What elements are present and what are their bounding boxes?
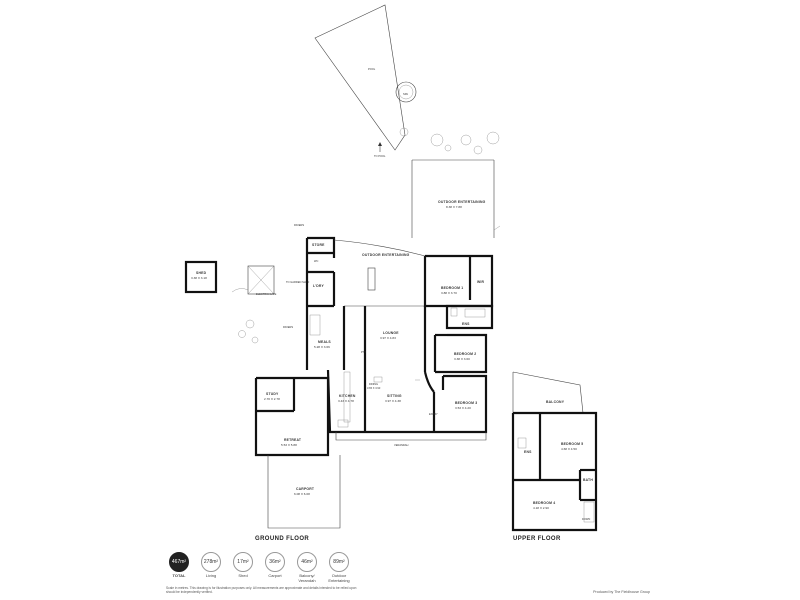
wir-label: WIR [477, 280, 485, 284]
pavers-top-label: PAVERS [294, 223, 304, 227]
entry-label: ENTRY [429, 412, 438, 416]
outdoor-ent-mid-label: OUTDOOR ENTERTAINING [362, 253, 410, 257]
retreat-dim: 5.53 X 5.88 [281, 443, 297, 447]
arrow-up-icon [378, 142, 382, 146]
tree-icons [238, 127, 500, 344]
study-dim: 2.70 X 2.78 [264, 397, 280, 401]
stat-label: Balcony/ Verandah [298, 573, 316, 583]
stat-outdoor-entertaining: 89m² Outdoor Entertaining [326, 552, 352, 583]
meals-title: MEALS [318, 340, 331, 344]
electric-gate-label: ELECTRIC GATE [256, 292, 277, 296]
to-pool-label: TO POOL [374, 154, 386, 158]
stat-value: 17m² [233, 552, 253, 572]
kitchen-title: KITCHEN [339, 394, 356, 398]
meals-dim: 5.28 X 3.66 [314, 345, 330, 349]
bedroom3-title: BEDROOM 3 [455, 401, 477, 405]
stat-total: 467m² TOTAL [166, 552, 192, 583]
bedroom3-dim: 3.53 X 4.20 [455, 406, 471, 410]
carport-title: CARPORT [296, 487, 315, 491]
pool-area [238, 4, 500, 344]
balcony-label: BALCONY [546, 400, 565, 404]
upper-floor-title: UPPER FLOOR [513, 536, 561, 542]
bedroom5-dim: 4.68 X 4.50 [561, 447, 577, 451]
dining-title: DINING [369, 382, 378, 386]
pool-outline [314, 4, 406, 151]
ens-upper-label: ENS [524, 450, 532, 454]
wc-label: WC [314, 259, 318, 263]
bedroom2-title: BEDROOM 2 [454, 352, 476, 356]
bedroom2-dim: 3.38 X 3.60 [454, 357, 470, 361]
pty-label: PTY [361, 350, 366, 354]
retreat-title: RETREAT [284, 438, 302, 442]
stat-label: Outdoor Entertaining [328, 573, 350, 583]
store-label: STORE [312, 243, 325, 247]
spa-label: SPA [403, 92, 408, 96]
bedroom4-title: BEDROOM 4 [533, 501, 555, 505]
credit: Produced by The Fieldhouse Group [593, 590, 650, 594]
dining-dim: 3.65 X 3.93 [367, 386, 381, 390]
stat-label: TOTAL [172, 573, 186, 578]
lounge-title: LOUNGE [383, 331, 399, 335]
bedroom5-title: BEDROOM 5 [561, 442, 583, 446]
bedroom4-dim: 4.18 X 2.90 [533, 506, 549, 510]
upper-floor-walls [511, 371, 598, 532]
bath-label: BATH [583, 478, 593, 482]
sitting-title: SITTING [387, 394, 402, 398]
stat-living: 278m² Living [198, 552, 224, 583]
stat-shed: 17m² Shed [230, 552, 256, 583]
sitting-dim: 3.97 X 4.38 [385, 399, 401, 403]
carport-dim: 6.08 X 6.08 [294, 492, 310, 496]
verandah-carport [267, 432, 487, 529]
outdoor-entertaining-top [411, 159, 501, 238]
stat-value: 36m² [265, 552, 285, 572]
ground-floor-title: GROUND FLOOR [255, 536, 309, 542]
outdoor-ent-top-title: OUTDOOR ENTERTAINING [438, 200, 486, 204]
verandah-label: VERANDAH [394, 443, 409, 447]
laundry-label: L'DRY [313, 284, 324, 288]
stat-value: 467m² [169, 552, 189, 572]
stat-balcony: 46m² Balcony/ Verandah [294, 552, 320, 583]
down-label: DOWN [582, 517, 590, 521]
pavers-left-label: PAVERS [283, 325, 293, 329]
stat-value: 46m² [297, 552, 317, 572]
area-stats: 467m² TOTAL 278m² Living 17m² Shed 36m² … [166, 552, 352, 583]
stat-value: 89m² [329, 552, 349, 572]
shed-room [184, 260, 218, 294]
fixtures [309, 267, 486, 428]
footnote: Scale in metres. This drawing is for ill… [166, 586, 357, 595]
stat-label: Living [205, 573, 217, 578]
stat-value: 278m² [201, 552, 221, 572]
lounge-dim: 3.97 X 4.83 [380, 336, 396, 340]
stat-label: Carport [268, 573, 282, 578]
bedroom1-dim: 3.88 X 3.70 [441, 291, 457, 295]
to-garden-shed-label: TO GARDEN SHED [286, 280, 309, 284]
shed-dim: 3.38 X 3.18 [191, 276, 207, 280]
kitchen-dim: 3.43 X 4.78 [338, 399, 354, 403]
bedroom1-title: BEDROOM 1 [441, 286, 463, 290]
stat-label: Shed [238, 573, 248, 578]
stat-carport: 36m² Carport [262, 552, 288, 583]
ground-floor-walls [254, 236, 494, 457]
outdoor-ent-top-dim: 8.38 X 7.88 [446, 205, 462, 209]
study-title: STUDY [266, 392, 279, 396]
pool-label: POOL [368, 67, 376, 71]
spa-outline [395, 81, 417, 103]
electric-gate [231, 265, 275, 295]
ens-label: ENS [462, 322, 470, 326]
shed-title: SHED [196, 271, 207, 275]
